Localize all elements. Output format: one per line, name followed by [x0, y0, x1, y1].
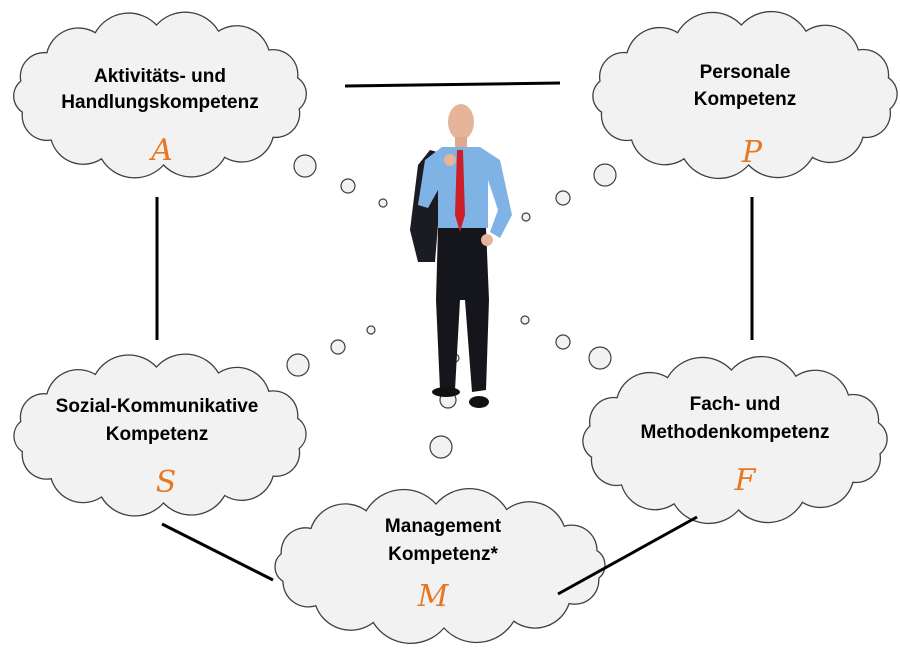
thought-bubble [286, 353, 310, 377]
cloud-letter: F [734, 463, 757, 498]
cloud-shape [582, 355, 888, 525]
cloud-label-line: Kompetenz [694, 89, 796, 110]
cloud-letter: A [148, 133, 173, 168]
thought-bubble [593, 163, 617, 187]
connector-m-f [557, 515, 698, 596]
thought-bubble [555, 190, 571, 206]
cloud-label-line: Kompetenz [106, 424, 208, 445]
thought-bubbles [286, 154, 617, 459]
cloud-shape [592, 10, 898, 180]
cloud-label-line: Fach- und [690, 394, 781, 415]
thought-bubble [330, 339, 346, 355]
cloud-shape [13, 11, 307, 179]
connectors [155, 81, 754, 596]
thought-bubble [521, 212, 531, 222]
cloud-label-line: Personale [700, 62, 791, 83]
businessman-image [410, 104, 512, 408]
connector-s-m [161, 522, 274, 582]
cloud-label-line: Handlungskompetenz [61, 92, 258, 113]
cloud-shape [274, 488, 606, 644]
cloud-shape [13, 353, 307, 517]
thought-bubble [588, 346, 612, 370]
thought-bubble [555, 334, 571, 350]
cloud-label-line: Methodenkompetenz [641, 422, 830, 443]
thought-bubble [378, 198, 388, 208]
thought-bubble [340, 178, 356, 194]
cloud-letter: M [417, 579, 450, 614]
thought-bubble [366, 325, 376, 335]
cloud-letter: S [156, 465, 177, 500]
connector-a-p [344, 81, 561, 88]
cloud-label-line: Aktivitäts- und [94, 66, 226, 87]
thought-bubble [293, 154, 317, 178]
thought-bubble [520, 315, 530, 325]
thought-bubble [429, 435, 453, 459]
cloud-label-line: Kompetenz* [388, 544, 498, 565]
cloud-label-line: Management [385, 516, 502, 537]
cloud-label-line: Sozial-Kommunikative [56, 396, 259, 417]
cloud-letter: P [741, 135, 763, 170]
